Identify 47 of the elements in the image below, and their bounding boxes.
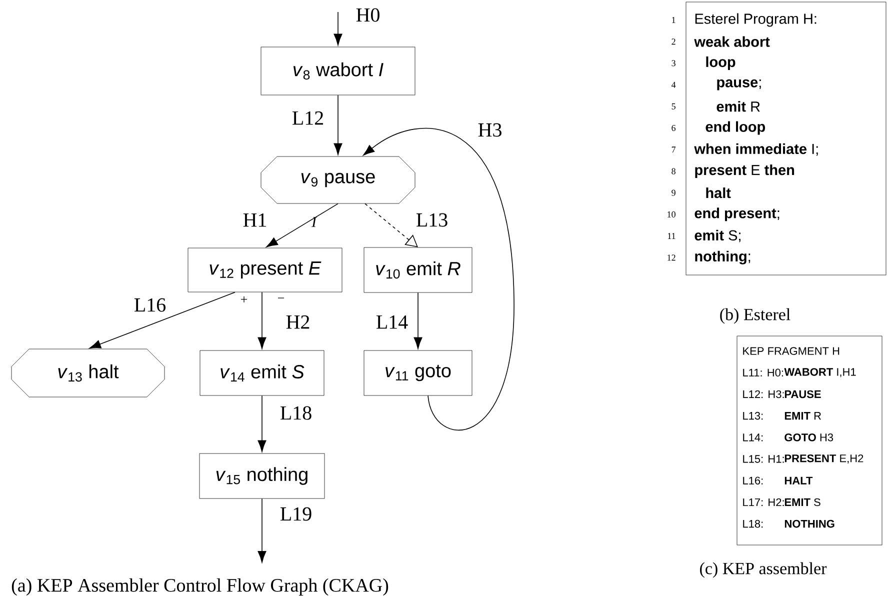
edge-label: L13 bbox=[414, 212, 450, 228]
line-number: 5 bbox=[672, 103, 676, 110]
process-box: v$_{8}$ wabort I bbox=[260, 46, 416, 96]
line-number: 3 bbox=[672, 60, 676, 66]
arrow bbox=[363, 128, 514, 430]
line-number: 11 bbox=[668, 233, 676, 239]
condition-label: I bbox=[311, 217, 318, 227]
line-number: 7 bbox=[672, 146, 676, 153]
line-number: 10 bbox=[668, 211, 676, 218]
arrow bbox=[334, 94, 342, 155]
edge-label: L12 bbox=[290, 110, 326, 126]
state-octagon: v$_{13}$ halt bbox=[11, 348, 165, 398]
edge-label: L14 bbox=[374, 314, 410, 330]
arrow bbox=[258, 292, 266, 349]
arrow bbox=[89, 292, 236, 349]
edge-label: L19 bbox=[278, 506, 314, 522]
line-number: 9 bbox=[672, 190, 676, 196]
arrow bbox=[334, 12, 342, 46]
line-number: 2 bbox=[672, 38, 676, 45]
edge-label: L18 bbox=[278, 405, 314, 421]
branch-sign: + bbox=[240, 296, 248, 302]
process-box: v$_{14}$ emit S bbox=[200, 350, 324, 396]
process-box: v$_{10}$ emit R bbox=[364, 247, 472, 293]
edge-label: H1 bbox=[242, 212, 268, 228]
line-number: 6 bbox=[672, 124, 676, 132]
line-number: 1 bbox=[672, 17, 676, 23]
arrow bbox=[364, 203, 418, 248]
edge-label: L16 bbox=[132, 297, 168, 313]
edge-label: H3 bbox=[476, 122, 504, 138]
line-number: 12 bbox=[668, 254, 676, 261]
edge-label: H2 bbox=[284, 314, 312, 330]
caption: (c) KEP assembler bbox=[700, 562, 827, 578]
line-number: 8 bbox=[672, 168, 676, 174]
process-box: v$_{15}$ nothing bbox=[199, 453, 325, 499]
line-number: 4 bbox=[671, 82, 676, 88]
caption: (a) KEP Assembler Control Flow Graph (CKAG) bbox=[12, 578, 388, 596]
process-box: v$_{12}$ present E bbox=[188, 248, 342, 292]
code-listing: Esterel Program H: weak abort loop pause; emit R end loop when immediate I; present E then halt end present; emit S; nothing; bbox=[686, 2, 886, 276]
caption: (b) Esterel bbox=[720, 308, 790, 324]
arrow bbox=[258, 395, 266, 452]
state-octagon: v$_{9}$ pause bbox=[260, 156, 416, 204]
arrow bbox=[414, 292, 422, 349]
edge-label: H0 bbox=[354, 7, 382, 23]
code-listing: KEP FRAGMENT H L11: H0:WABORT I,H1 L12: H3:PAUSE L13: EMIT R L14: GOTO H3 L15: H1:PRESENT E,H2 L16: HALT L17: H2:EMIT S L18: NOTHING bbox=[736, 336, 882, 546]
process-box: v$_{11}$ goto bbox=[364, 350, 472, 396]
arrow bbox=[258, 498, 266, 563]
arrow bbox=[266, 203, 338, 248]
